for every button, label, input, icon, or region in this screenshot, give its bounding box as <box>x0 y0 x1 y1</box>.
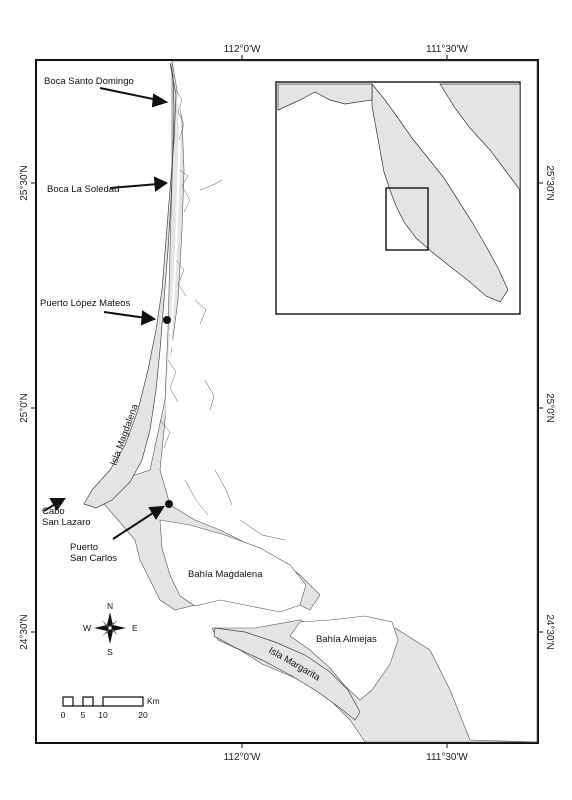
mangrove-detail <box>159 89 209 516</box>
label-boca-la-soledad: Boca La Soledad <box>47 184 119 195</box>
compass-s: S <box>107 647 113 657</box>
scale-bar: Km 0 5 10 20 <box>61 696 160 720</box>
scale-unit: Km <box>147 696 160 706</box>
bahia-almejas-water <box>289 615 399 701</box>
pointer-arrows <box>43 87 169 540</box>
coast-detail <box>194 179 286 541</box>
coord-bottom-111-30: 111°30'W <box>426 752 468 763</box>
coord-right-25-0: 25°0'N <box>544 393 555 423</box>
label-puerto-lopez-mateos: Puerto López Mateos <box>40 298 131 309</box>
label-bahia-magdalena: Bahía Magdalena <box>188 569 263 580</box>
label-cabo-line1: Cabo <box>42 506 65 517</box>
inset-peninsula <box>371 83 509 303</box>
label-boca-santo-domingo: Boca Santo Domingo <box>44 76 134 87</box>
label-puerto-line2: San Carlos <box>70 553 117 564</box>
compass-n: N <box>107 601 113 611</box>
coord-bottom-112: 112°0'W <box>224 752 261 763</box>
scale-tick-10: 10 <box>98 710 108 720</box>
scale-tick-20: 20 <box>138 710 148 720</box>
inset-mainland <box>277 83 521 192</box>
compass-e: E <box>132 623 138 633</box>
isla-margarita-island <box>213 627 361 721</box>
puerto-san-carlos-marker <box>165 500 173 508</box>
lagoon-channels <box>164 79 194 471</box>
puerto-lopez-mateos-marker <box>163 316 171 324</box>
coord-left-24-30: 24°30'N <box>19 614 30 649</box>
coord-top-112: 112°0'W <box>224 44 261 55</box>
scale-tick-0: 0 <box>61 710 66 720</box>
label-cabo-line2: San Lazaro <box>42 517 91 528</box>
coord-right-24-30: 24°30'N <box>544 614 555 649</box>
scale-tick-5: 5 <box>81 710 86 720</box>
label-puerto-line1: Puerto <box>70 542 98 553</box>
inset-map <box>275 81 521 315</box>
coord-top-111-30: 111°30'W <box>426 44 468 55</box>
inset-study-area <box>385 187 429 251</box>
graticule-ticks <box>31 55 543 748</box>
compass-w: W <box>83 623 91 633</box>
label-bahia-almejas: Bahía Almejas <box>316 634 377 645</box>
compass-rose: N S E W <box>83 601 138 657</box>
coord-left-25-0: 25°0'N <box>19 393 30 423</box>
coord-right-25-30: 25°30'N <box>544 165 555 200</box>
coord-left-25-30: 25°30'N <box>19 165 30 200</box>
isla-magdalena-island <box>83 62 177 509</box>
bahia-magdalena-water <box>159 519 307 613</box>
